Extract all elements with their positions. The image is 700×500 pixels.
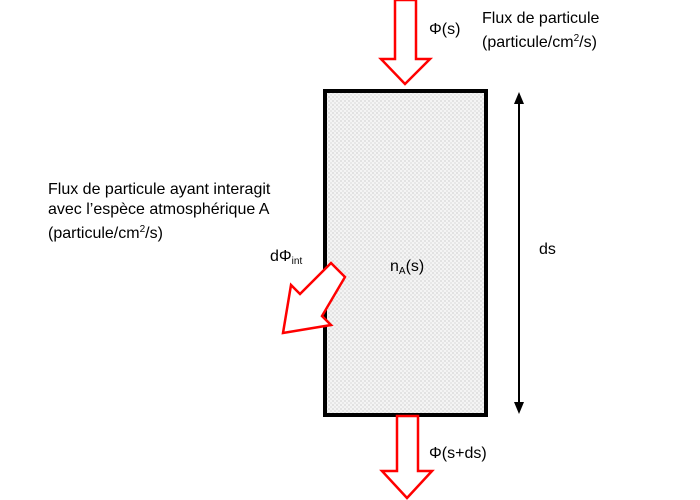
dphi-int-label: dΦint [270,248,303,267]
interaction-line-2: avec l’espèce atmosphérique A [48,201,270,218]
interaction-flux-arrow-icon [281,261,347,335]
outgoing-flux-arrow-icon [379,414,435,500]
incoming-flux-label: Φ(s) [429,21,461,38]
flux-units-title: Flux de particule (particule/cm2/s) [482,9,599,53]
thickness-dimension-arrow-icon [514,92,524,414]
thickness-label: ds [539,241,556,258]
flux-title-line: Flux de particule [482,10,600,27]
interaction-units-line: (particule/cm2/s) [48,224,163,242]
density-label: nA(s) [390,258,425,277]
slab-box [323,89,488,417]
flux-units-line: (particule/cm2/s) [482,33,597,51]
incoming-flux-arrow-icon [378,0,434,86]
interaction-flux-description: Flux de particule ayant interagit avec l… [48,180,270,244]
outgoing-flux-label: Φ(s+ds) [429,445,487,462]
interaction-line-1: Flux de particule ayant interagit [48,181,271,198]
